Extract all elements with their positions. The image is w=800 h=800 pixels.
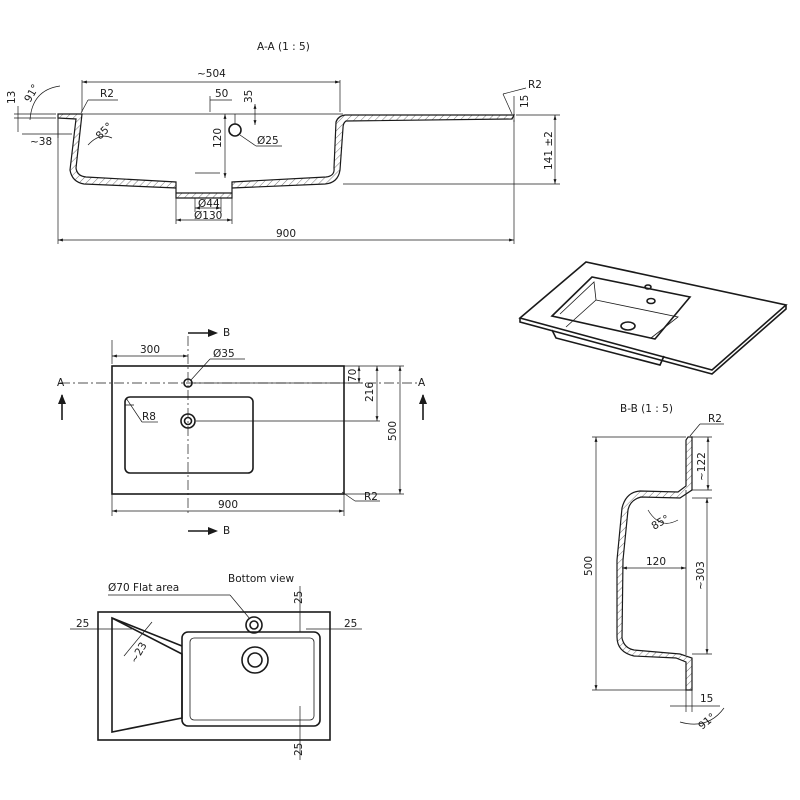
top-view-outline — [111, 365, 345, 495]
dim-15-label: 15 — [519, 95, 531, 108]
dim-141-label: 141 ±2 — [543, 131, 555, 170]
dim-130-label: Ø130 — [194, 210, 222, 222]
r2-right-leader-2 — [502, 93, 513, 115]
iso-tap-hole — [646, 297, 656, 305]
dim-13-label: 13 — [6, 91, 18, 104]
bottom-basin-inner — [189, 637, 315, 721]
dim-120-label: 120 — [212, 128, 224, 148]
tap-hole-label: Ø25 — [257, 135, 279, 147]
dim-25-top-label: 25 — [293, 591, 305, 604]
dim-500-label: 500 — [387, 421, 399, 441]
r2-top-label: R2 — [364, 491, 378, 503]
r2-left-leader-2 — [80, 99, 89, 114]
bottom-drain — [241, 646, 269, 674]
iso-basin-inner-1 — [559, 281, 597, 328]
iso-overflow — [644, 284, 652, 290]
dim-216-label: 216 — [364, 382, 376, 402]
angle-91-bb-label: 91° — [696, 711, 718, 732]
dim-303-label: ~303 — [695, 561, 707, 590]
r8-leader — [125, 397, 143, 423]
dim-120-bb-label: 120 — [646, 556, 666, 568]
iso-basin-rim — [550, 276, 692, 340]
dim-35-label: 35 — [243, 90, 255, 103]
r2-left-label: R2 — [100, 88, 114, 100]
bottom-view-title: Bottom view — [228, 573, 294, 585]
top-view: A A B B 300 Ø35 R8 70 216 500 — [57, 327, 427, 537]
bottom-drain-inner — [247, 652, 263, 668]
dim-122-label: ~122 — [696, 452, 708, 481]
tap-35-label: Ø35 — [213, 348, 235, 360]
angle-85-bb-label: 85° — [650, 513, 672, 533]
dim-504-label: ~504 — [197, 68, 226, 80]
marker-a-right: A — [418, 377, 426, 389]
tap-35-leader — [190, 358, 211, 381]
marker-b-top: B — [223, 327, 230, 339]
tap-hole-circle — [228, 123, 242, 137]
marker-b-bottom: B — [223, 525, 230, 537]
r2-right-label: R2 — [528, 79, 542, 91]
r2-bb-label: R2 — [708, 413, 722, 425]
bottom-view: Ø70 Flat area Bottom view 25 25 25 25 ~2… — [70, 573, 362, 760]
dim-500-bb-label: 500 — [583, 556, 595, 576]
dim-44-label: Ø44 — [198, 198, 220, 210]
iso-basin-inner-2 — [595, 299, 679, 339]
dim-70-label: 70 — [347, 369, 359, 382]
marker-a-left: A — [57, 377, 65, 389]
section-aa-title: A-A (1 : 5) — [257, 41, 310, 53]
r2-right-leader — [502, 87, 527, 95]
angle-91-bb-arc — [679, 707, 725, 725]
bottom-basin — [181, 631, 321, 727]
basin-outline — [124, 396, 254, 474]
dim-25-bottom-label: 25 — [293, 743, 305, 756]
isometric-view — [518, 261, 788, 375]
dim-50-label: 50 — [215, 88, 228, 100]
dim-25-left-label: 25 — [76, 618, 89, 630]
bottom-view-outline — [97, 611, 331, 741]
dim-25-right-label: 25 — [344, 618, 357, 630]
section-bb-profile — [616, 436, 693, 691]
iso-top-surface — [518, 261, 788, 371]
r2-top-leader — [341, 491, 356, 502]
dim-23 — [123, 621, 153, 657]
angle-85-bb-arc — [647, 509, 679, 524]
flat-area-inner — [249, 620, 259, 630]
bottom-rib-edge — [111, 617, 183, 647]
dim-15-bb-label: 15 — [700, 693, 713, 705]
dim-900-label: 900 — [276, 228, 296, 240]
angle-91-label: 91° — [22, 82, 42, 104]
bottom-rib — [111, 616, 183, 733]
section-b-arrow-bottom — [208, 527, 218, 535]
angle-85-label: 85° — [94, 120, 116, 142]
iso-drain — [620, 321, 636, 331]
dim-900-top-label: 900 — [218, 499, 238, 511]
angle-85-arc — [87, 135, 113, 146]
section-bb-title: B-B (1 : 5) — [620, 403, 673, 415]
iso-edge — [519, 305, 787, 375]
section-aa-profile — [57, 113, 515, 199]
section-b-arrow-top — [208, 329, 218, 337]
dim-300-label: 300 — [140, 344, 160, 356]
r2-bb-leader — [689, 423, 701, 437]
dim-23-label: ~23 — [128, 640, 149, 665]
flat-area-leader-2 — [229, 594, 251, 620]
angle-91-arc — [29, 85, 61, 121]
flat-area-label: Ø70 Flat area — [108, 582, 179, 594]
section-bb: B-B (1 : 5) R2 ~122 85° 120 ~303 500 1 — [583, 403, 725, 732]
flat-area-circle — [245, 616, 263, 634]
section-aa: A-A (1 : 5) ~504 R2 50 35 120 Ø25 85° — [6, 41, 560, 244]
dim-38-label: ~38 — [30, 136, 52, 148]
r8-label: R8 — [142, 411, 156, 423]
tap-hole-leader — [239, 134, 257, 147]
iso-basin-bottom — [551, 329, 665, 366]
